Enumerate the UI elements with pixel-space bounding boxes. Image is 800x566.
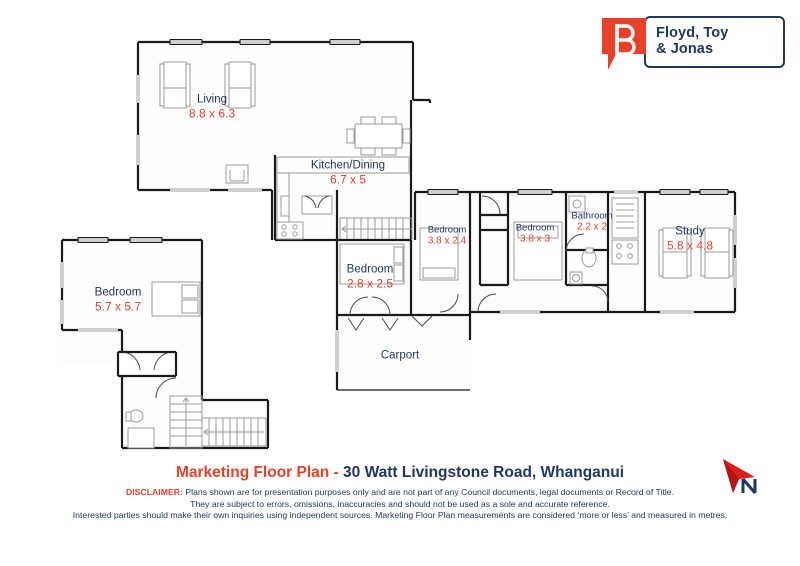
left-bedroom-walls	[60, 236, 204, 332]
pantry-closet	[301, 195, 333, 215]
stairs-upper	[339, 217, 413, 241]
study-sofa-left	[658, 227, 692, 279]
study-sofa-right	[700, 227, 734, 279]
dining-table	[346, 116, 411, 156]
plan-title-address: 30 Watt Livingstone Road, Whanganui	[343, 464, 625, 481]
kitchen-sink	[225, 164, 249, 184]
disclaimer-line-3: Interested parties should make their own…	[72, 510, 728, 521]
carport-walls	[335, 315, 472, 391]
disclaimer-text-1: Plans shown are for presentation purpose…	[185, 487, 675, 497]
logo-name-line-2: & Jonas	[656, 41, 714, 57]
plan-title-prefix: Marketing Floor Plan -	[175, 464, 339, 481]
footer: Marketing Floor Plan - 30 Watt Livingsto…	[0, 463, 800, 522]
disclaimer: DISCLAIMER: Plans shown are for presenta…	[0, 487, 800, 522]
north-arrow-icon	[715, 455, 775, 503]
bed-left-bedroom	[151, 281, 201, 317]
windows-left-bedroom	[60, 238, 162, 332]
door-bedroom-3-8-2-4	[439, 195, 501, 313]
kitchenette-fixtures	[611, 197, 639, 265]
windows-living	[136, 40, 360, 192]
logo-name: Floyd, Toy & Jonas	[656, 25, 728, 57]
disclaimer-line-2: They are subject to errors, omissions, i…	[190, 498, 610, 509]
bedroom-2-8-walls	[337, 238, 470, 317]
logo-name-line-1: Floyd, Toy	[656, 25, 729, 41]
left-service-block	[116, 330, 270, 450]
cooktop	[276, 221, 304, 240]
living-sofa-right	[224, 61, 256, 109]
kitchen-walls	[270, 155, 413, 315]
windows-right-wing	[428, 190, 737, 314]
living-wing-walls	[136, 38, 432, 192]
agency-logo: Floyd, Toy & Jonas	[600, 16, 785, 74]
disclaimer-line-1: DISCLAIMER: Plans shown are for presenta…	[0, 487, 800, 499]
living-sofa-left	[159, 61, 191, 109]
logo-speech-bubble-icon	[600, 16, 648, 72]
disclaimer-label: DISCLAIMER:	[125, 487, 183, 497]
right-wing-walls	[413, 188, 737, 315]
bed-bedroom-3-8-2-4	[419, 227, 459, 281]
toilet-left	[125, 409, 144, 423]
stairs-lower	[169, 395, 267, 449]
plan-title: Marketing Floor Plan - 30 Watt Livingsto…	[0, 463, 800, 483]
bed-bedroom-3-8-3	[513, 221, 563, 281]
bathroom-fixtures	[565, 195, 609, 303]
window-ticks	[169, 38, 361, 46]
